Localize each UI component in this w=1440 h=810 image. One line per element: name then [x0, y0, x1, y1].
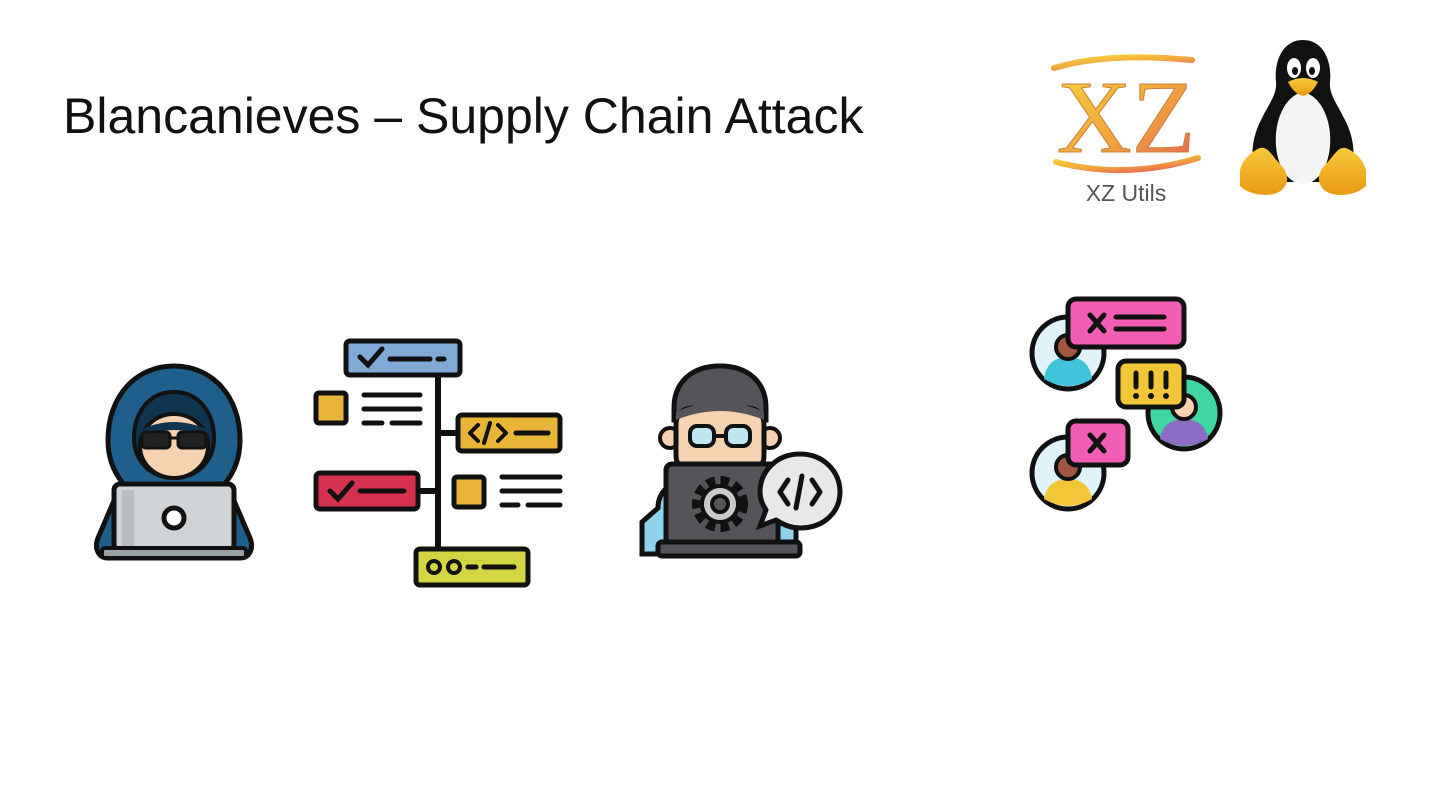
slide-title: Blancanieves – Supply Chain Attack	[63, 88, 864, 144]
xz-utils-caption: XZ Utils	[1085, 180, 1167, 206]
xz-logo-text: XZ	[1057, 60, 1196, 175]
users-chat-alerts-icon	[1029, 296, 1223, 512]
xz-utils-logo-icon: XZ	[1051, 54, 1201, 176]
developer-laptop-code-icon	[639, 363, 843, 559]
tux-penguin-icon	[1239, 40, 1367, 195]
hooded-hacker-laptop-icon	[93, 363, 255, 561]
code-workflow-diagram-icon	[313, 338, 563, 588]
